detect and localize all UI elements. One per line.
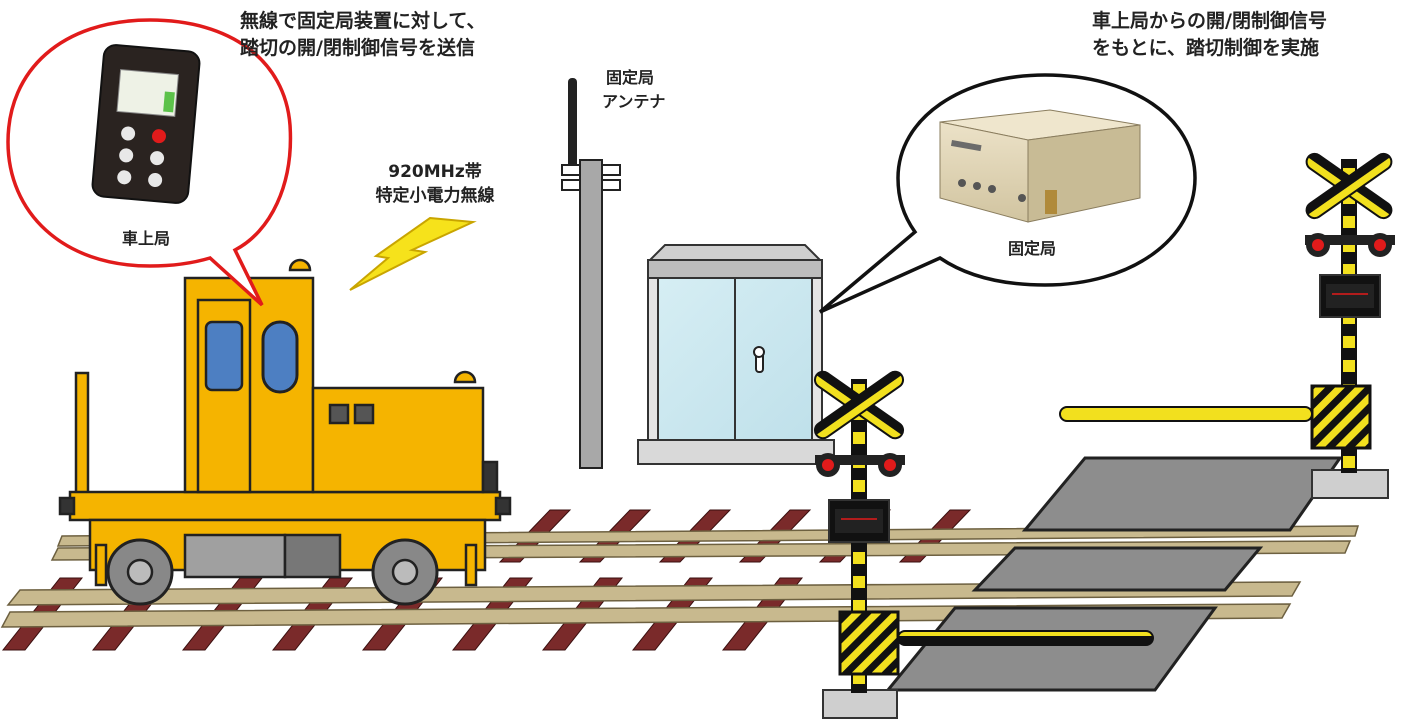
radio-band-line2: 特定小電力無線 <box>375 186 495 206</box>
fixed-note: 車上局からの開/閉制御信号 をもとに、踏切制御を実施 <box>1092 8 1327 62</box>
fixed-note-line1: 車上局からの開/閉制御信号 <box>1092 10 1327 32</box>
radio-band-label: 920MHz帯 特定小電力無線 <box>340 160 530 208</box>
crossing-road <box>884 456 1343 692</box>
antenna-label: 固定局 アンテナ <box>602 66 665 114</box>
fixed-note-line2: をもとに、踏切制御を実施 <box>1092 37 1320 59</box>
lightning-bolt-icon <box>349 216 477 291</box>
fixed-station-label: 固定局 <box>1008 239 1057 258</box>
antenna-label-line2: アンテナ <box>602 92 666 111</box>
onboard-note: 無線で固定局装置に対して、 踏切の開/閉制御信号を送信 <box>240 8 485 62</box>
equipment-cabinet <box>637 244 835 465</box>
antenna-pole <box>561 78 621 469</box>
handheld-radio-device <box>91 44 201 204</box>
fixed-station-box <box>939 109 1141 223</box>
locomotive-illustration <box>58 258 512 606</box>
onboard-note-line2: 踏切の開/閉制御信号を送信 <box>240 37 475 59</box>
onboard-station-label: 車上局 <box>122 229 171 248</box>
onboard-note-line1: 無線で固定局装置に対して、 <box>240 10 486 32</box>
crossing-signal-left <box>813 370 1154 719</box>
crossing-signal-right <box>1059 152 1395 499</box>
antenna-label-line1: 固定局 <box>606 68 655 87</box>
radio-band-line1: 920MHz帯 <box>388 162 482 182</box>
